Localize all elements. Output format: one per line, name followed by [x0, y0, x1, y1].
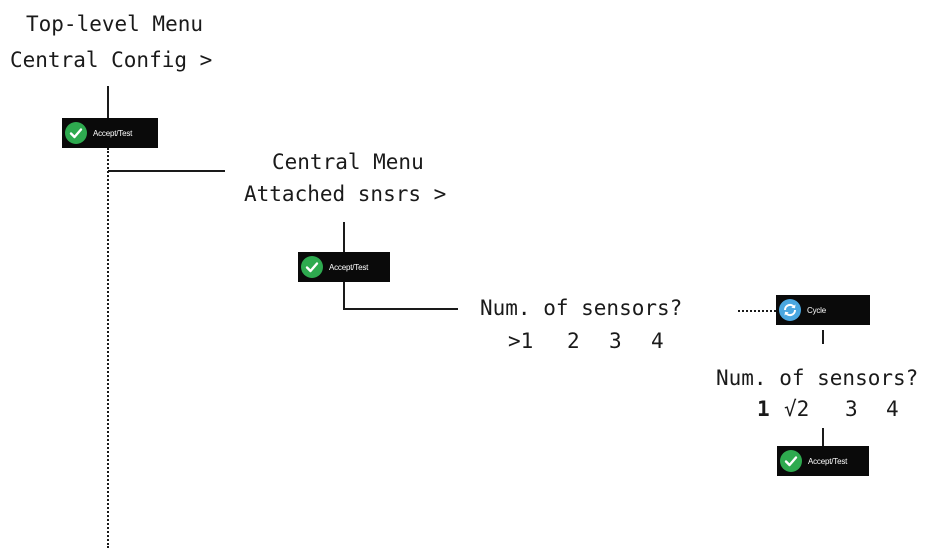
prompt-2-option: 4: [886, 397, 899, 421]
connector-accept-2-vertical: [343, 282, 345, 310]
cycle-button[interactable]: Cycle: [776, 295, 870, 325]
prompt-2-option: 3: [845, 397, 858, 421]
central-menu-item: Attached snsrs >: [244, 182, 447, 206]
connector-to-central-menu: [108, 170, 225, 172]
cycle-label: Cycle: [807, 305, 827, 315]
checkmark-icon: [65, 122, 87, 144]
prompt-1-option: 4: [651, 329, 664, 353]
checkmark-icon: [301, 256, 323, 278]
prompt-2-question: Num. of sensors?: [716, 366, 919, 390]
top-menu-title: Top-level Menu: [26, 12, 204, 36]
connector-to-cycle-dotted: [738, 310, 776, 312]
accept-test-label: Accept/Test: [93, 128, 133, 138]
connector-top-to-accept-1: [107, 86, 109, 118]
prompt-1-option: >1: [508, 329, 534, 353]
checkmark-icon: [780, 450, 802, 472]
prompt-1-option: 3: [609, 329, 622, 353]
connector-prompt-2-to-accept-3: [822, 428, 824, 446]
connector-cycle-to-prompt-2: [822, 330, 824, 344]
connector-central-to-accept-2: [343, 222, 345, 252]
return-path-dotted-line: [107, 148, 109, 548]
accept-test-label: Accept/Test: [808, 456, 848, 466]
accept-test-label: Accept/Test: [329, 262, 369, 272]
accept-test-button-3[interactable]: Accept/Test: [777, 446, 869, 476]
connector-accept-2-horizontal: [343, 308, 458, 310]
prompt-2-option: 1: [757, 397, 770, 421]
accept-test-button-2[interactable]: Accept/Test: [298, 252, 390, 282]
prompt-1-option: 2: [567, 329, 580, 353]
top-menu-item: Central Config >: [10, 48, 213, 72]
prompt-1-question: Num. of sensors?: [480, 296, 683, 320]
cycle-arrows-icon: [779, 299, 801, 321]
prompt-2-option: √2: [784, 397, 810, 421]
accept-test-button-1[interactable]: Accept/Test: [62, 118, 158, 148]
central-menu-title: Central Menu: [272, 150, 424, 174]
